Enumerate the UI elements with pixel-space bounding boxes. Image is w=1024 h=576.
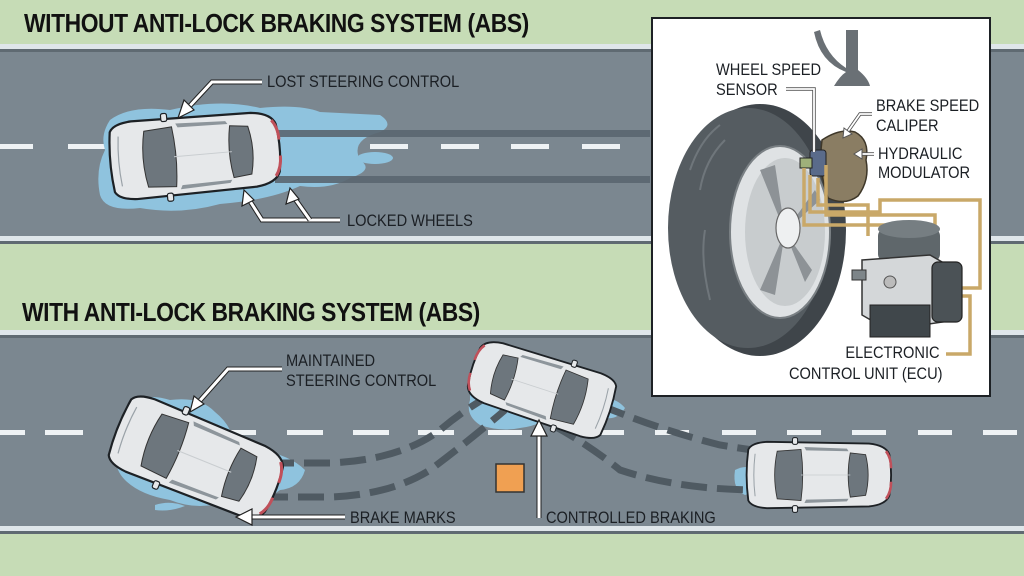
label-maintained-steering-line2: STEERING CONTROL [286,371,437,390]
brake-caliper-icon [820,130,868,203]
label-brake-marks: BRAKE MARKS [350,508,456,527]
hazard-marker [495,463,525,493]
label-lost-steering-control: LOST STEERING CONTROL [267,72,460,91]
ecu-modulator-icon [851,220,963,338]
label-maintained-steering-line1: MAINTAINED [286,351,376,370]
label-ecu-line1: ELECTRONIC [845,343,940,362]
callout-lines-bottom [194,366,542,520]
abs-components-inset [651,17,991,397]
arrowheads-bottom [189,394,548,526]
car-stopped [745,436,893,514]
heading-with-abs: WITH ANTI-LOCK BRAKING SYSTEM (ABS) [22,297,480,327]
inset-callout-lines [786,87,874,156]
arrowheads-top [176,98,300,208]
label-locked-wheels: LOCKED WHEELS [347,211,473,230]
skid-marks-top [275,130,650,183]
label-ecu-line2: CONTROL UNIT (ECU) [788,364,942,383]
label-wheel-speed-sensor-line1: WHEEL SPEED [716,60,822,79]
label-brake-caliper-line1: BRAKE SPEED [876,96,980,115]
label-hydraulic-modulator-line2: MODULATOR [878,163,971,182]
suspension-strut-icon [814,30,870,86]
label-controlled-braking: CONTROLLED BRAKING [546,508,716,527]
heading-without-abs: WITHOUT ANTI-LOCK BRAKING SYSTEM (ABS) [24,8,529,38]
label-hydraulic-modulator-line1: HYDRAULIC [878,144,963,163]
label-wheel-speed-sensor-line2: SENSOR [716,80,778,99]
label-brake-caliper-line2: CALIPER [876,116,939,135]
